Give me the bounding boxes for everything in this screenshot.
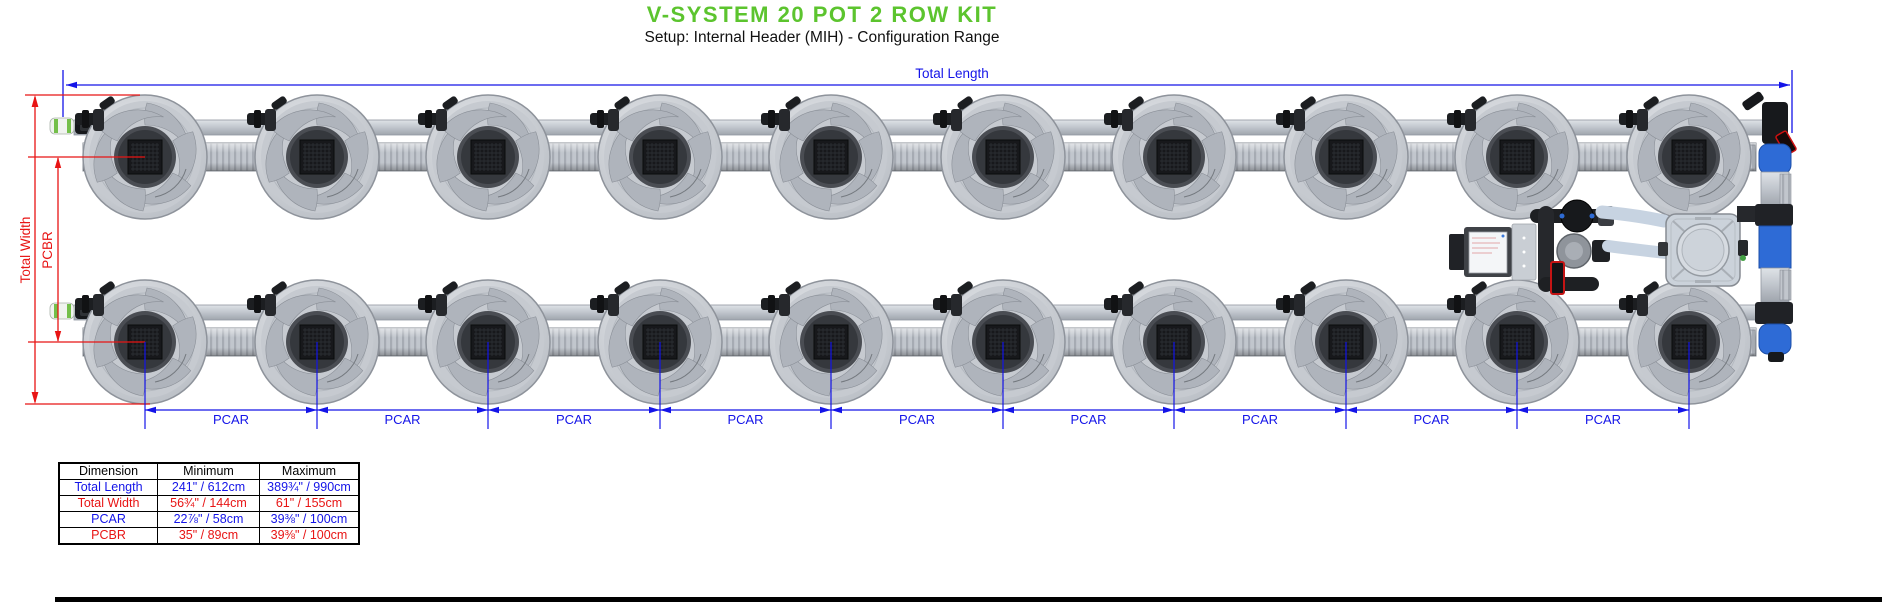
dimension-table: Dimension Minimum Maximum Total Length 2… (58, 462, 360, 545)
minimum-value: 35" / 89cm (157, 527, 260, 545)
arrow-down-icon (54, 331, 62, 342)
pcar-label: PCAR (213, 412, 249, 427)
arrow-left-icon (1003, 406, 1014, 414)
table-row: PCAR 22⅞" / 58cm 39⅜" / 100cm (58, 511, 360, 528)
return-manifold (1737, 91, 1797, 362)
arrow-left-icon (488, 406, 499, 414)
arrow-right-icon (1335, 406, 1346, 414)
pump-valve (1550, 261, 1565, 295)
minimum-value: 22⅞" / 58cm (157, 511, 260, 528)
maximum-value: 389¾" / 990cm (259, 479, 360, 496)
pcar-label: PCAR (556, 412, 592, 427)
arrow-right-icon (649, 406, 660, 414)
arrow-left-icon (66, 81, 77, 89)
manifold-top-barb (1742, 91, 1764, 111)
table-row: Total Width 56¾" / 144cm 61" / 155cm (58, 495, 360, 512)
total-length-label: Total Length (915, 66, 989, 81)
arrow-left-icon (660, 406, 671, 414)
pcar-label: PCAR (1413, 412, 1449, 427)
page-subtitle: Setup: Internal Header (MIH) - Configura… (644, 29, 1000, 46)
arrow-left-icon (317, 406, 328, 414)
col-header-minimum: Minimum (157, 462, 260, 480)
page-title: V-SYSTEM 20 POT 2 ROW KIT (646, 2, 998, 27)
arrow-left-icon (831, 406, 842, 414)
maximum-value: 39⅜" / 100cm (259, 511, 360, 528)
header: V-SYSTEM 20 POT 2 ROW KIT Setup: Interna… (645, 2, 1000, 47)
dimension-pcbr: PCBR (28, 156, 145, 343)
arrow-right-icon (820, 406, 831, 414)
arrow-right-icon (1163, 406, 1174, 414)
reservoir-tank (1658, 213, 1748, 287)
arrow-left-icon (1346, 406, 1357, 414)
hose-lower (1602, 240, 1672, 259)
pump-motor (1560, 199, 1594, 233)
arrow-right-icon (477, 406, 488, 414)
supply-hoses (1595, 205, 1672, 259)
table-row: PCBR 35" / 89cm 39⅜" / 100cm (58, 527, 360, 545)
arrow-down-icon (31, 392, 39, 404)
pcar-label: PCAR (384, 412, 420, 427)
minimum-value: 241" / 612cm (157, 479, 260, 496)
pcar-label: PCAR (727, 412, 763, 427)
arrow-left-icon (1517, 406, 1528, 414)
arrow-right-icon (1506, 406, 1517, 414)
dimension-total-width: Total Width (18, 94, 150, 405)
pcar-label: PCAR (1242, 412, 1278, 427)
dimension-pcar: PCAR PCAR PCAR PCAR PCAR PCAR PCAR PCAR PCAR (144, 342, 1690, 429)
arrow-left-icon (1174, 406, 1185, 414)
table-header-row: Dimension Minimum Maximum (58, 462, 360, 480)
minimum-value: 56¾" / 144cm (157, 495, 260, 512)
row-label: Total Length (58, 479, 158, 496)
arrow-right-icon (1678, 406, 1689, 414)
hose-upper (1595, 205, 1671, 228)
row-label: Total Width (58, 495, 158, 512)
col-header-maximum: Maximum (259, 462, 360, 480)
controller-unit (1449, 223, 1537, 281)
arrow-up-icon (54, 157, 62, 168)
total-width-label: Total Width (18, 217, 33, 284)
arrow-right-icon (1779, 81, 1790, 89)
table-row: Total Length 241" / 612cm 389¾" / 990cm (58, 479, 360, 496)
arrow-right-icon (306, 406, 317, 414)
pcar-label: PCAR (1070, 412, 1106, 427)
dimension-total-length: Total Length (62, 66, 1793, 133)
pcar-label: PCAR (1585, 412, 1621, 427)
row-label: PCAR (58, 511, 158, 528)
right-equipment (1449, 91, 1797, 362)
maximum-value: 61" / 155cm (259, 495, 360, 512)
maximum-value: 39⅜" / 100cm (259, 527, 360, 545)
pump-assembly (1530, 199, 1614, 295)
bottom-bar (55, 597, 1882, 602)
pcar-label: PCAR (899, 412, 935, 427)
row-label: PCBR (58, 527, 158, 545)
arrow-up-icon (31, 95, 39, 107)
col-header-dimension: Dimension (58, 462, 158, 480)
arrow-right-icon (992, 406, 1003, 414)
pcbr-label: PCBR (40, 231, 55, 269)
arrow-left-icon (145, 406, 156, 414)
